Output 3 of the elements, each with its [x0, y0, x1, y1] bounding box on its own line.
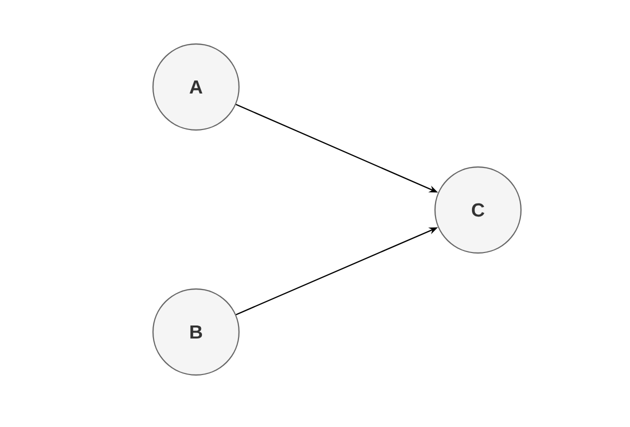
circle-node: C	[434, 166, 522, 254]
circle-node: A	[152, 43, 240, 131]
circle-node: B	[152, 288, 240, 376]
